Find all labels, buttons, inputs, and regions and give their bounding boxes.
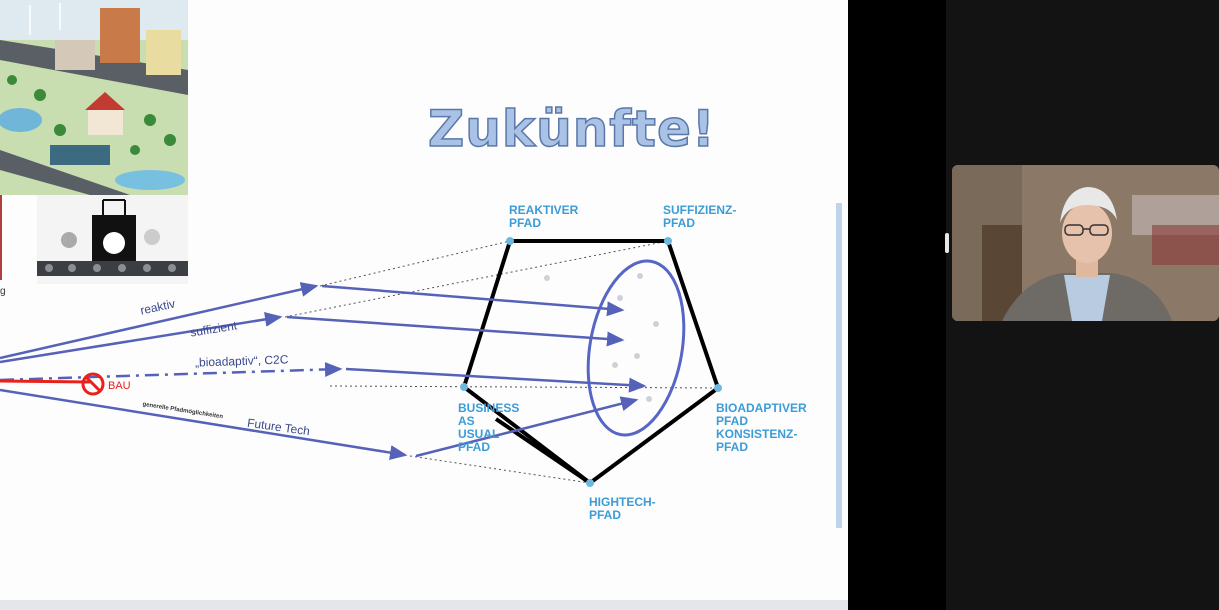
business-to-hightech-edge [494,417,592,485]
presenter-video-frame [952,165,1219,321]
suffizient-route-2 [286,315,625,347]
vertex-suffizienz [664,237,672,245]
node-label-business: BUSINESS AS USUAL PFAD [458,401,520,454]
slide-title: Zukünfte! [427,99,716,159]
route-lines [0,282,647,461]
slide-scroll-indicator [836,203,842,528]
bau-route [0,379,91,384]
dotted-guides [284,240,719,484]
black-side-band [848,0,946,610]
reaktiv-route [0,282,319,360]
left-edge-strip [0,195,2,280]
left-edge-text: g [0,286,6,297]
route-label-bau: BAU [108,380,131,392]
panel-resize-handle[interactable] [945,233,949,253]
node-label-suffizienz: SUFFIZIENZ- PFAD [663,203,737,230]
node-label-bioadaptiver: BIOADAPTIVER PFAD KONSISTENZ- PFAD [716,401,807,454]
futures-diagram [0,237,722,487]
technical-cycle-illustration [37,195,188,284]
vertex-business [460,383,468,391]
suffizient-route [0,311,283,364]
city-illustration [0,0,188,195]
no-entry-icon [81,372,105,396]
shared-slide: g [0,0,848,610]
presenter-video-tile[interactable] [952,165,1219,321]
node-label-hightech: HIGHTECH- PFAD [589,495,656,522]
bioadaptiv-route-2 [345,367,647,393]
reaktiv-route-2 [321,284,625,317]
target-ellipse [586,259,686,437]
node-label-reaktiver: REAKTIVER PFAD [509,203,579,230]
future-paths-pentagon [461,239,721,486]
vertex-hightech [586,479,594,487]
future-tech-route [0,388,408,461]
future-tech-route-2 [415,396,639,458]
vertex-bioadaptiver [714,384,722,392]
slide-bottom-bar [0,600,848,610]
vertex-reaktiver [506,237,514,245]
bioadaptiv-route [0,361,343,382]
